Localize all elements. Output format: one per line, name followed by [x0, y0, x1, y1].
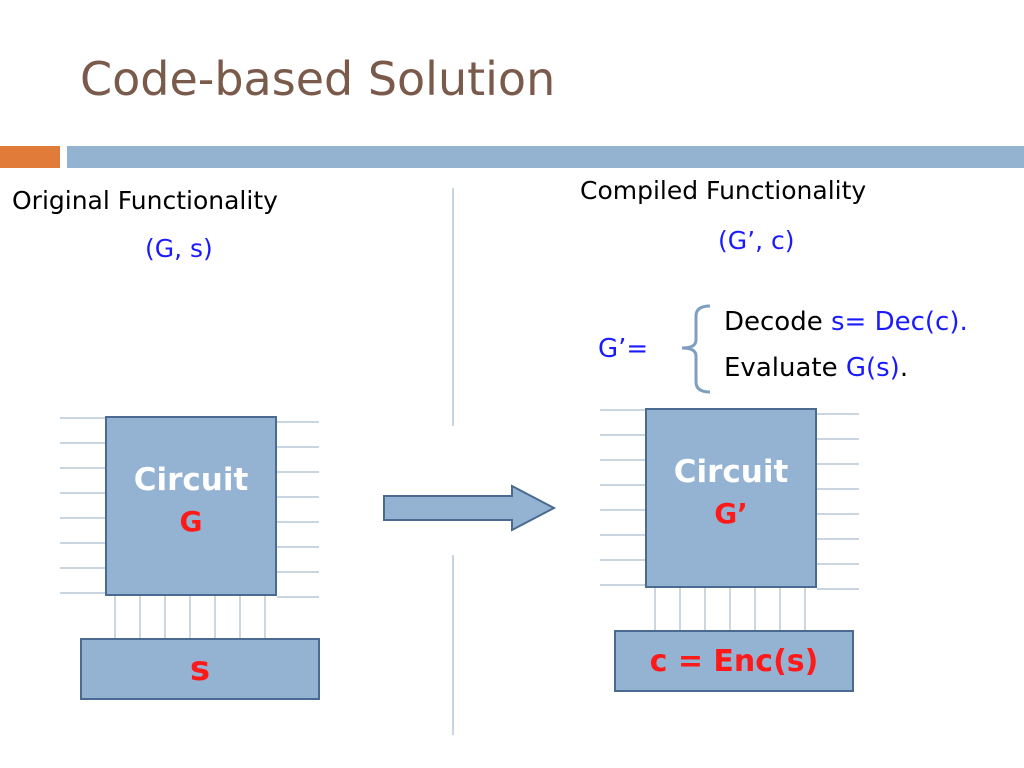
secret-input-box: s [80, 638, 320, 700]
circuit-gprime-name: G’ [714, 497, 748, 531]
right-heading: Compiled Functionality [580, 176, 867, 205]
decode-line: Decode s= Dec(c). [724, 307, 968, 337]
decode-period: . [959, 307, 968, 337]
center-divider-bottom [452, 555, 454, 735]
secret-input-label: s [189, 649, 211, 689]
curly-brace-icon [681, 304, 711, 394]
evaluate-prefix: Evaluate [724, 353, 846, 383]
right-pair: (G’, c) [718, 226, 795, 255]
circuit-gprime-box: Circuit G’ [645, 408, 817, 588]
title-divider-bar [67, 146, 1024, 168]
circuit-g-label: Circuit [133, 462, 249, 498]
transform-arrow-icon [383, 484, 557, 532]
circuit-gprime-label: Circuit [673, 454, 789, 490]
gprime-equals: G’= [598, 334, 649, 364]
evaluate-period: . [899, 353, 909, 383]
circuit-g-box: Circuit G [105, 416, 277, 596]
decode-prefix: Decode [724, 307, 831, 337]
encoded-input-box: c = Enc(s) [614, 630, 854, 692]
left-pair: (G, s) [145, 234, 213, 263]
left-heading: Original Functionality [12, 186, 278, 215]
slide-title: Code-based Solution [80, 52, 556, 106]
decode-expression: s= Dec(c) [830, 307, 960, 337]
evaluate-expression: G(s) [845, 353, 900, 383]
encoded-input-label: c = Enc(s) [649, 643, 819, 679]
circuit-g-name: G [179, 505, 203, 539]
title-accent-bar [0, 146, 60, 168]
evaluate-line: Evaluate G(s). [724, 353, 908, 383]
center-divider-top [452, 188, 454, 426]
